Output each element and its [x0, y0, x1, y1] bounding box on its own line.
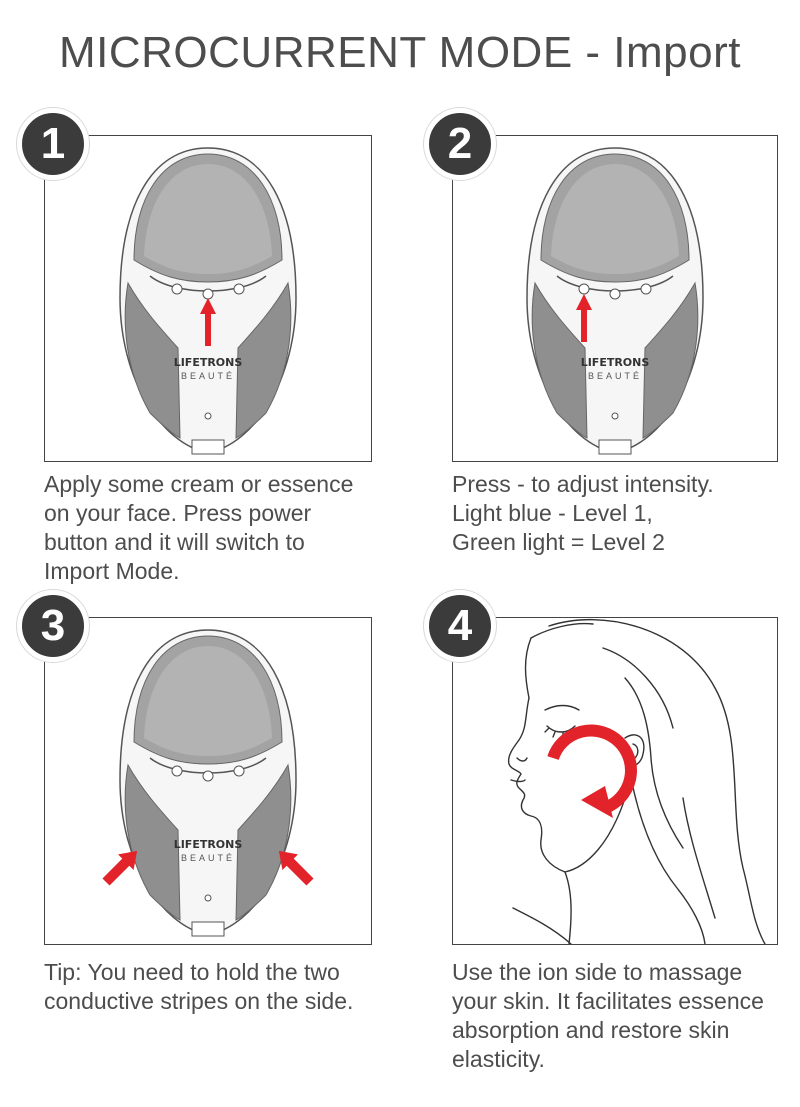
device-sub-brand: BEAUTÉ: [588, 371, 642, 381]
step-2-panel: LIFETRONS BEAUTÉ: [452, 135, 778, 462]
face-illustration: [507, 619, 766, 944]
step-3-panel: LIFETRONS BEAUTÉ: [44, 617, 372, 945]
step-1-badge: 1: [17, 108, 89, 180]
step-3-badge: 3: [17, 590, 89, 662]
page-title: MICROCURRENT MODE - Import: [59, 28, 741, 77]
device-illustration: LIFETRONS BEAUTÉ: [119, 147, 297, 455]
device-brand: LIFETRONS: [174, 838, 243, 851]
step-3-caption: Tip: You need to hold the two conductive…: [44, 959, 354, 1014]
step-4-panel: [452, 617, 778, 945]
device-sub-brand: BEAUTÉ: [181, 371, 235, 381]
step-4-badge: 4: [424, 590, 496, 662]
device-illustration: LIFETRONS BEAUTÉ: [102, 629, 314, 937]
step-1-panel: LIFETRONS BEAUTÉ: [44, 135, 372, 462]
step-1-caption: Apply some cream or essence on your face…: [44, 471, 354, 584]
step-2-caption: Press - to adjust intensity. Light blue …: [452, 471, 714, 555]
device-brand: LIFETRONS: [581, 356, 650, 369]
device-illustration: LIFETRONS BEAUTÉ: [526, 147, 704, 455]
step-4-caption: Use the ion side to massage your skin. I…: [452, 959, 764, 1072]
step-2-badge: 2: [424, 108, 496, 180]
device-brand: LIFETRONS: [174, 356, 243, 369]
device-sub-brand: BEAUTÉ: [181, 853, 235, 863]
massage-arrow-icon: [547, 724, 637, 818]
